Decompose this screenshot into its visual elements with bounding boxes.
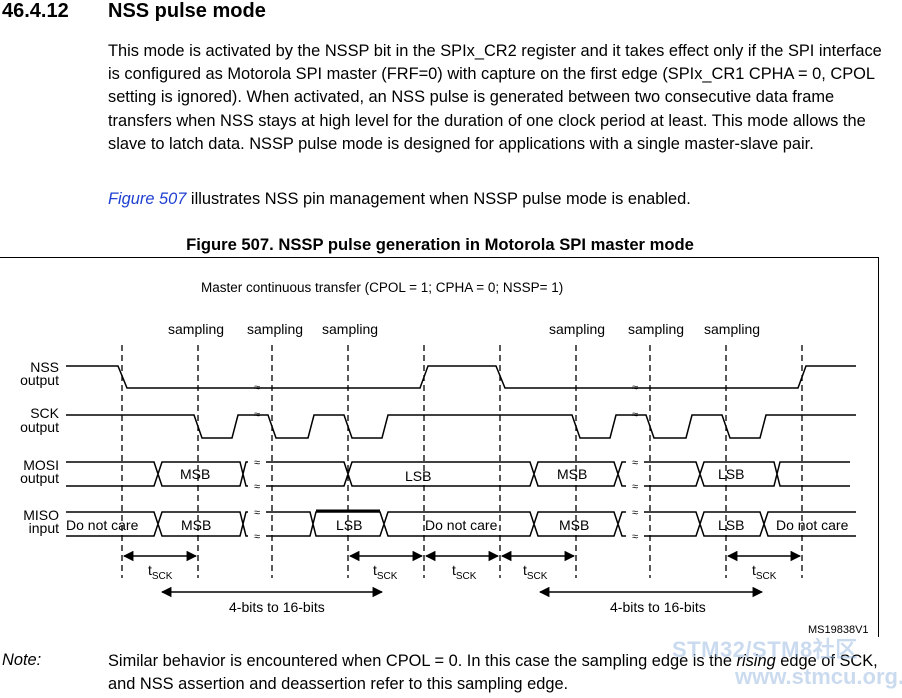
sampling-label: sampling (704, 321, 760, 337)
nss-label: NSS (30, 359, 59, 375)
miso-dontcare-label: Do not care (425, 517, 498, 533)
sck-waveform (66, 414, 856, 439)
miso-waveform (66, 511, 856, 537)
mosi-lsb-label: LSB (405, 468, 431, 484)
miso-sublabel: input (29, 520, 59, 536)
mosi-msb-label: MSB (180, 466, 210, 482)
sck-label: SCK (30, 405, 59, 421)
svg-text:tSCK: tSCK (148, 562, 173, 582)
miso-dontcare-label: Do not care (776, 517, 849, 533)
svg-text:tSCK: tSCK (752, 562, 777, 582)
svg-text:tSCK: tSCK (373, 562, 398, 582)
figure-title: Figure 507. NSSP pulse generation in Mot… (186, 235, 694, 254)
range-label: 4-bits to 16-bits (229, 599, 325, 615)
sampling-label: sampling (322, 321, 378, 337)
svg-text:≈: ≈ (254, 409, 260, 421)
miso-lsb-label: LSB (336, 517, 362, 533)
figure-reference-text: illustrates NSS pin management when NSSP… (186, 190, 691, 208)
sampling-label: sampling (168, 321, 224, 337)
sampling-label: sampling (628, 321, 684, 337)
miso-msb-label: MSB (181, 517, 211, 533)
sck-sublabel: output (20, 419, 59, 435)
figure-id: MS19838V1 (808, 624, 869, 636)
svg-text:≈: ≈ (632, 531, 638, 543)
watermark: STM32/STM8社区 (672, 637, 858, 662)
figure-reference: Figure 507 illustrates NSS pin managemen… (108, 188, 691, 211)
mosi-lsb-label: LSB (718, 466, 744, 482)
note-text: Similar behavior is encountered when CPO… (108, 650, 888, 696)
mosi-sublabel: output (20, 470, 59, 486)
miso-label: MISO (23, 507, 59, 523)
nss-sublabel: output (20, 372, 59, 388)
svg-text:≈: ≈ (632, 382, 638, 394)
figure-link[interactable]: Figure 507 (108, 190, 187, 208)
svg-text:≈: ≈ (254, 507, 260, 519)
svg-text:tSCK: tSCK (452, 562, 477, 582)
section-number: 46.4.12 (2, 0, 69, 22)
svg-text:≈: ≈ (632, 481, 638, 493)
miso-dontcare-label: Do not care (66, 517, 139, 533)
miso-msb-label: MSB (559, 517, 589, 533)
svg-text:≈: ≈ (254, 457, 260, 469)
sampling-label: sampling (549, 321, 605, 337)
tsck-labels: tSCK tSCK tSCK tSCK tSCK (148, 562, 777, 582)
svg-text:≈: ≈ (632, 507, 638, 519)
mosi-msb-label: MSB (557, 466, 587, 482)
note-text-part: Similar behavior is encountered when CPO… (108, 652, 737, 670)
watermark: www.stmcu.org.cn (735, 664, 902, 689)
body-paragraph: This mode is activated by the NSSP bit i… (108, 42, 882, 153)
svg-text:tSCK: tSCK (523, 562, 548, 582)
note-label: Note: (2, 651, 42, 669)
section-title: NSS pulse mode (108, 0, 266, 22)
break-marks: ≈ ≈ ≈ ≈ ≈ ≈ ≈ ≈ ≈ ≈ ≈ ≈ (254, 382, 638, 543)
note-emphasis: rising (736, 652, 776, 670)
range-label: 4-bits to 16-bits (610, 599, 706, 615)
mosi-waveform (66, 461, 850, 487)
svg-text:≈: ≈ (632, 457, 638, 469)
timing-guides (121, 345, 803, 578)
timing-diagram: Master continuous transfer (CPOL = 1; CP… (20, 280, 869, 636)
diagram-caption: Master continuous transfer (CPOL = 1; CP… (201, 280, 563, 295)
miso-lsb-label: LSB (718, 517, 744, 533)
note-text-part: edge of SCK, and NSS assertion and deass… (108, 652, 878, 693)
svg-text:≈: ≈ (254, 531, 260, 543)
nss-waveform (66, 365, 856, 389)
sampling-label: sampling (247, 321, 303, 337)
svg-text:≈: ≈ (254, 382, 260, 394)
mosi-label: MOSI (23, 457, 59, 473)
svg-text:≈: ≈ (632, 409, 638, 421)
svg-text:≈: ≈ (254, 481, 260, 493)
figure-frame (0, 257, 879, 637)
